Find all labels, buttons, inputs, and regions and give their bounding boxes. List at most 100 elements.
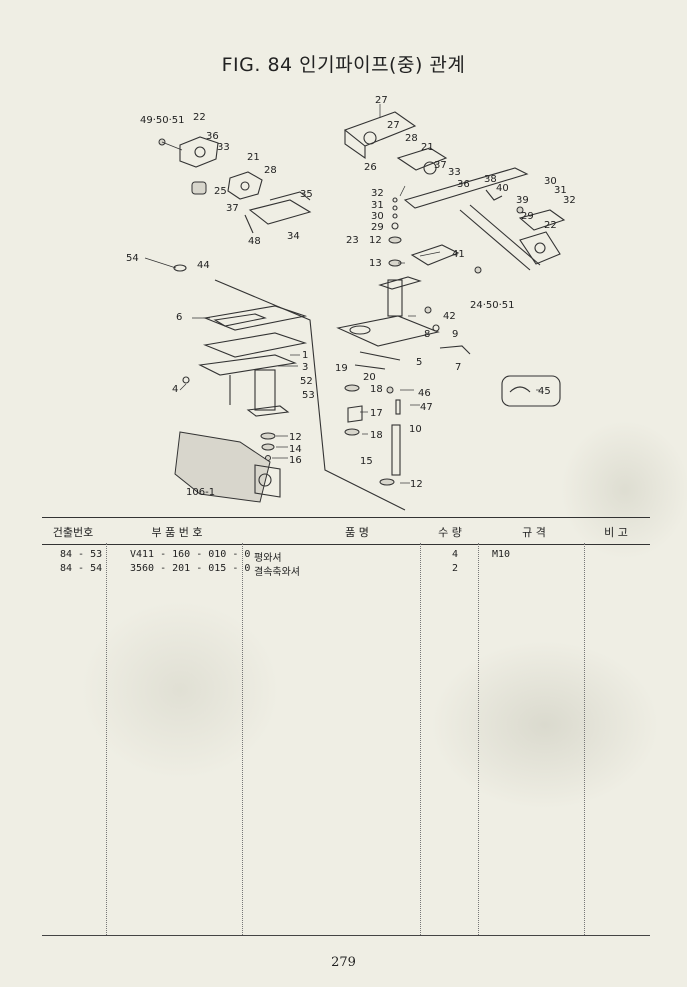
part-label: 12 <box>289 432 302 443</box>
part-label: 24·50·51 <box>470 300 515 311</box>
part-label: 38 <box>484 174 497 185</box>
header-quantity: 수 량 <box>438 526 462 539</box>
part-label: 1 <box>302 350 308 361</box>
part-label: 47 <box>420 402 433 413</box>
row-spec: M10 <box>492 549 511 560</box>
part-label: 9 <box>452 329 458 340</box>
part-label: 18 <box>370 430 383 441</box>
part-label: 27 <box>387 120 400 131</box>
part-label: 49·50·51 <box>140 115 185 126</box>
center-parts-stack <box>336 197 482 486</box>
part-label: 30 <box>371 211 384 222</box>
part-label: 4 <box>172 384 178 395</box>
part-label: 27 <box>375 95 388 106</box>
column-divider <box>584 543 585 935</box>
pump-body-106-1 <box>174 431 281 503</box>
part-label: 21 <box>247 152 260 163</box>
part-label: 41 <box>452 249 465 260</box>
parts-table-header: 건출번호 부 품 번 호 품 명 수 량 규 격 비 고 <box>42 517 650 545</box>
part-label: 6 <box>176 312 182 323</box>
part-label: 7 <box>455 362 461 373</box>
page-title: FIG. 84 인기파이프(중) 관계 <box>221 54 466 76</box>
part-labels: 49·50·51 22 36 33 25 37 21 28 35 34 48 2… <box>126 95 576 498</box>
page-number: 279 <box>331 955 356 970</box>
part-label: 33 <box>448 167 461 178</box>
row-name: 평와셔 <box>254 553 282 564</box>
part-label: 14 <box>289 444 302 455</box>
part-label: 34 <box>287 231 300 242</box>
part-label: 48 <box>248 236 261 247</box>
column-divider <box>242 543 243 935</box>
part-label: 46 <box>418 388 431 399</box>
exploded-parts-diagram: 49·50·51 22 36 33 25 37 21 28 35 34 48 2… <box>126 95 576 511</box>
column-divider <box>478 543 479 935</box>
header-ref-no: 건출번호 <box>52 526 94 539</box>
part-label: 33 <box>217 142 230 153</box>
part-label: 15 <box>360 456 373 467</box>
part-label: 52 <box>300 376 313 387</box>
part-label: 32 <box>563 195 576 206</box>
table-row: 84 - 53 V411 - 160 - 010 - 0 평와셔 4 M10 <box>42 549 650 564</box>
header-spec: 규 격 <box>522 526 546 539</box>
part-label: 29 <box>521 211 534 222</box>
part-label: 35 <box>300 189 313 200</box>
paper-stain <box>430 640 660 810</box>
part-label: 37 <box>434 160 447 171</box>
part-label: 54 <box>126 253 139 264</box>
part-label: 45 <box>538 386 551 397</box>
upper-pipe-assembly <box>343 111 566 271</box>
header-part-name: 품 명 <box>345 526 369 539</box>
part-label: 26 <box>364 162 377 173</box>
part-label: 31 <box>371 200 384 211</box>
part-label: 32 <box>371 188 384 199</box>
row-ref: 84 - 54 <box>60 563 103 574</box>
part-label: 44 <box>197 260 210 271</box>
part-label: 42 <box>443 311 456 322</box>
row-qty: 2 <box>452 563 459 574</box>
part-label: 22 <box>544 220 557 231</box>
part-label: 20 <box>363 372 376 383</box>
table-row: 84 - 54 3560 - 201 - 015 - 0 결속축와셔 2 <box>42 563 650 578</box>
row-part-no: V411 - 160 - 010 - 0 <box>130 549 251 560</box>
row-qty: 4 <box>452 549 459 560</box>
part-label: 16 <box>289 455 302 466</box>
part-label: 36 <box>457 179 470 190</box>
part-label: 10 <box>409 424 422 435</box>
upper-left-bracket-assembly <box>158 136 312 234</box>
leader-lines <box>144 104 540 484</box>
header-part-no: 부 품 번 호 <box>151 526 203 539</box>
part-label: 22 <box>193 112 206 123</box>
lower-left-frame-assembly <box>173 264 406 511</box>
part-label: 23 <box>346 235 359 246</box>
table-bottom-rule <box>42 935 650 936</box>
inset-item-45 <box>501 375 561 407</box>
part-label: 29 <box>371 222 384 233</box>
part-label: 28 <box>264 165 277 176</box>
row-name: 결속축와셔 <box>254 567 300 578</box>
part-label: 40 <box>496 183 509 194</box>
part-label: 18 <box>370 384 383 395</box>
part-label: 37 <box>226 203 239 214</box>
row-part-no: 3560 - 201 - 015 - 0 <box>130 563 251 574</box>
part-label: 28 <box>405 133 418 144</box>
part-label: 19 <box>335 363 348 374</box>
part-label: 5 <box>416 357 422 368</box>
column-divider <box>106 543 107 935</box>
part-label: 53 <box>302 390 315 401</box>
part-label: 39 <box>516 195 529 206</box>
part-label: 17 <box>370 408 383 419</box>
column-divider <box>420 543 421 935</box>
header-note: 비 고 <box>604 526 628 539</box>
part-label: 25 <box>214 186 227 197</box>
part-label: 12 <box>369 235 382 246</box>
part-label: 3 <box>302 362 308 373</box>
part-label: 36 <box>206 131 219 142</box>
part-label: 13 <box>369 258 382 269</box>
part-label: 8 <box>424 329 430 340</box>
part-label: 12 <box>410 479 423 490</box>
part-label: 21 <box>421 142 434 153</box>
part-label: 31 <box>554 185 567 196</box>
part-label: 30 <box>544 176 557 187</box>
paper-stain <box>80 600 280 780</box>
row-ref: 84 - 53 <box>60 549 103 560</box>
